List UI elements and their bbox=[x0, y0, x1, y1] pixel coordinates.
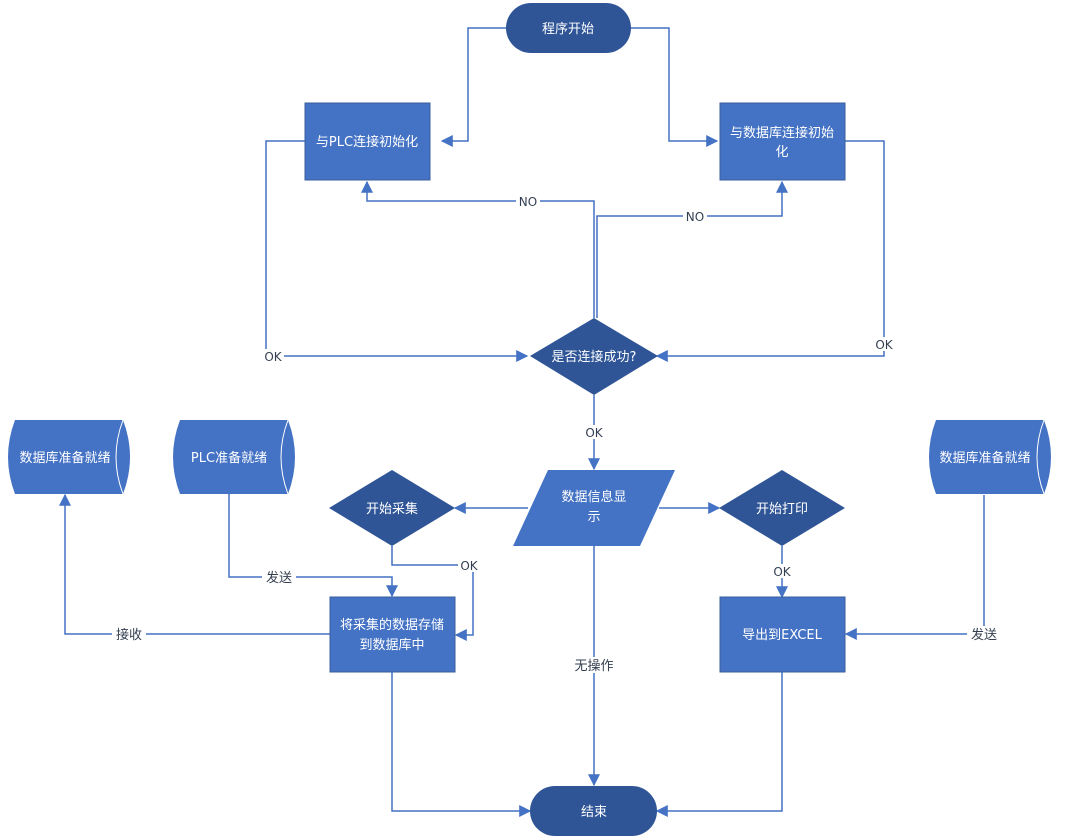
edge-plc-ready-send-to-store bbox=[228, 493, 398, 598]
node-start-print-label: 开始打印 bbox=[756, 502, 808, 517]
node-db-ready-left-label: 数据库准备就绪 bbox=[19, 450, 110, 466]
node-db-ready-left[interactable]: 数据库准备就绪 bbox=[8, 419, 130, 495]
edge-store-to-end bbox=[391, 672, 532, 817]
label-send-right: 发送 bbox=[971, 627, 997, 643]
node-store[interactable]: 将采集的数据存储 到数据库中 bbox=[329, 596, 456, 673]
edge-start-to-db-init bbox=[631, 27, 719, 147]
node-data-display[interactable]: 数据信息显 示 bbox=[513, 470, 675, 546]
node-plc-init-label: 与PLC连接初始化 bbox=[316, 134, 418, 150]
node-export-excel[interactable]: 导出到EXCEL bbox=[719, 596, 846, 673]
label-ok-collect: OK bbox=[460, 559, 478, 573]
node-db-init[interactable]: 与数据库连接初始 化 bbox=[719, 102, 846, 181]
label-ok-right: OK bbox=[875, 338, 893, 352]
node-end-label: 结束 bbox=[581, 805, 607, 820]
node-export-excel-label: 导出到EXCEL bbox=[742, 628, 822, 643]
node-data-display-label-line2: 示 bbox=[587, 510, 600, 525]
node-plc-ready-label: PLC准备就绪 bbox=[191, 450, 267, 466]
edge-db-ready-send-to-export bbox=[844, 495, 985, 640]
nodes: 程序开始 与PLC连接初始化 与数据库连接初始 化 是否连接成功? 数据信息显 … bbox=[8, 3, 1051, 836]
label-ok-down: OK bbox=[585, 426, 603, 440]
node-end[interactable]: 结束 bbox=[530, 786, 657, 836]
edge-db-init-ok-to-check bbox=[655, 140, 885, 362]
node-connect-check[interactable]: 是否连接成功? bbox=[530, 318, 658, 395]
node-db-ready-right[interactable]: 数据库准备就绪 bbox=[929, 419, 1051, 495]
edge-check-no-to-plc-init bbox=[361, 180, 595, 318]
edge-labels: NO NO OK OK OK OK OK 发送 发送 接收 无操作 bbox=[112, 194, 1001, 674]
label-ok-left: OK bbox=[264, 350, 282, 364]
node-store-label-line2: 到数据库中 bbox=[359, 637, 424, 653]
node-plc-init[interactable]: 与PLC连接初始化 bbox=[304, 102, 431, 181]
edge-store-receive-to-db-ready bbox=[59, 493, 330, 635]
node-db-init-label-line1: 与数据库连接初始 bbox=[730, 125, 834, 141]
node-db-init-label-line2: 化 bbox=[775, 145, 788, 160]
node-plc-ready[interactable]: PLC准备就绪 bbox=[173, 419, 295, 495]
node-data-display-label-line1: 数据信息显 bbox=[561, 489, 626, 505]
edges bbox=[59, 27, 985, 817]
node-start-collect[interactable]: 开始采集 bbox=[329, 470, 455, 546]
label-send-left: 发送 bbox=[266, 570, 292, 586]
node-store-label-line1: 将采集的数据存储 bbox=[340, 617, 444, 633]
edge-start-to-plc-init bbox=[440, 27, 506, 147]
edge-check-no-to-db-init bbox=[596, 180, 788, 318]
node-start-print[interactable]: 开始打印 bbox=[719, 470, 845, 546]
node-connect-check-label: 是否连接成功? bbox=[552, 349, 637, 365]
node-start-label: 程序开始 bbox=[542, 22, 594, 37]
edge-export-to-end bbox=[655, 672, 783, 817]
node-db-ready-right-label: 数据库准备就绪 bbox=[939, 450, 1030, 466]
edge-plc-init-ok-to-check bbox=[265, 140, 529, 362]
label-no-left: NO bbox=[519, 195, 537, 209]
label-receive: 接收 bbox=[116, 627, 142, 643]
label-no-right: NO bbox=[686, 210, 704, 224]
label-ok-print: OK bbox=[773, 565, 791, 579]
label-no-operation: 无操作 bbox=[574, 658, 613, 674]
node-start-collect-label: 开始采集 bbox=[366, 501, 418, 517]
node-start[interactable]: 程序开始 bbox=[506, 3, 631, 53]
